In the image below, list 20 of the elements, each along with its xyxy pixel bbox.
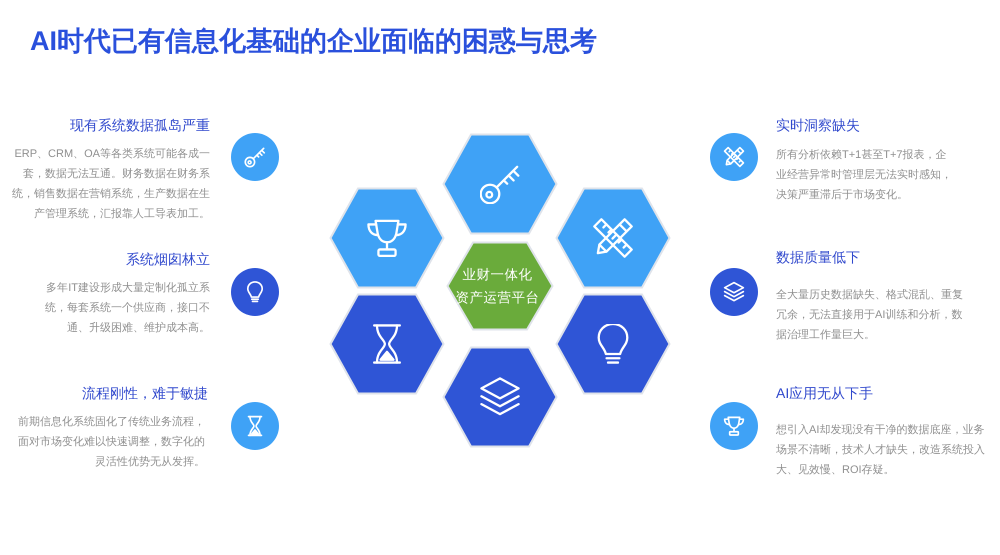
section-heading: 数据质量低下 (776, 248, 860, 267)
hexagon-tile (442, 346, 558, 448)
description-text: 所有分析依赖T+1甚至T+7报表，企业经营异常时管理层无法实时感知，决策严重滞后于市场变化。 (776, 148, 952, 203)
description-text: ERP、CRM、OA等各类系统可能各成一套，数据无法互通。财务数据在财务系统，销售数据在营销系统，生产数据在生产管理系统，汇报靠人工导表加工。 (12, 146, 210, 222)
section-heading: 流程刚性，难于敏捷 (82, 384, 208, 403)
hexagon-tile (329, 293, 445, 395)
section-heading: 系统烟囱林立 (126, 250, 210, 269)
hexagon-node: 业财一体化资产运营平台 (446, 241, 554, 331)
description-text: 想引入AI却发现没有干净的数据底座，业务场景不清晰，技术人才缺失，改造系统投入大、见效慢、ROI存疑。 (776, 422, 986, 478)
description-text: 全大量历史数据缺失、格式混乱、重复冗余，无法直接用于AI训练和分析，数据治理工作量巨大。 (776, 288, 964, 343)
description-text: 前期信息化系统固化了传统业务流程，面对市场变化难以快速调整，数字化的灵活性优势无从发挥。 (17, 414, 205, 470)
hexagon-tile (555, 187, 671, 289)
slide-title: AI时代已有信息化基础的企业面临的困惑与思考 (30, 25, 597, 58)
section-heading: AI应用无从下手 (776, 384, 874, 403)
description-text: 多年IT建设形成大量定制化孤立系统，每套系统一个供应商，接口不通、升级困难、维护成本高。 (44, 280, 210, 336)
hexagon-tile (442, 133, 558, 235)
section-heading: 实时洞察缺失 (776, 116, 860, 135)
hexagon-tile (329, 187, 445, 289)
hexagon-tile (555, 293, 671, 395)
section-heading: 现有系统数据孤岛严重 (70, 116, 210, 135)
